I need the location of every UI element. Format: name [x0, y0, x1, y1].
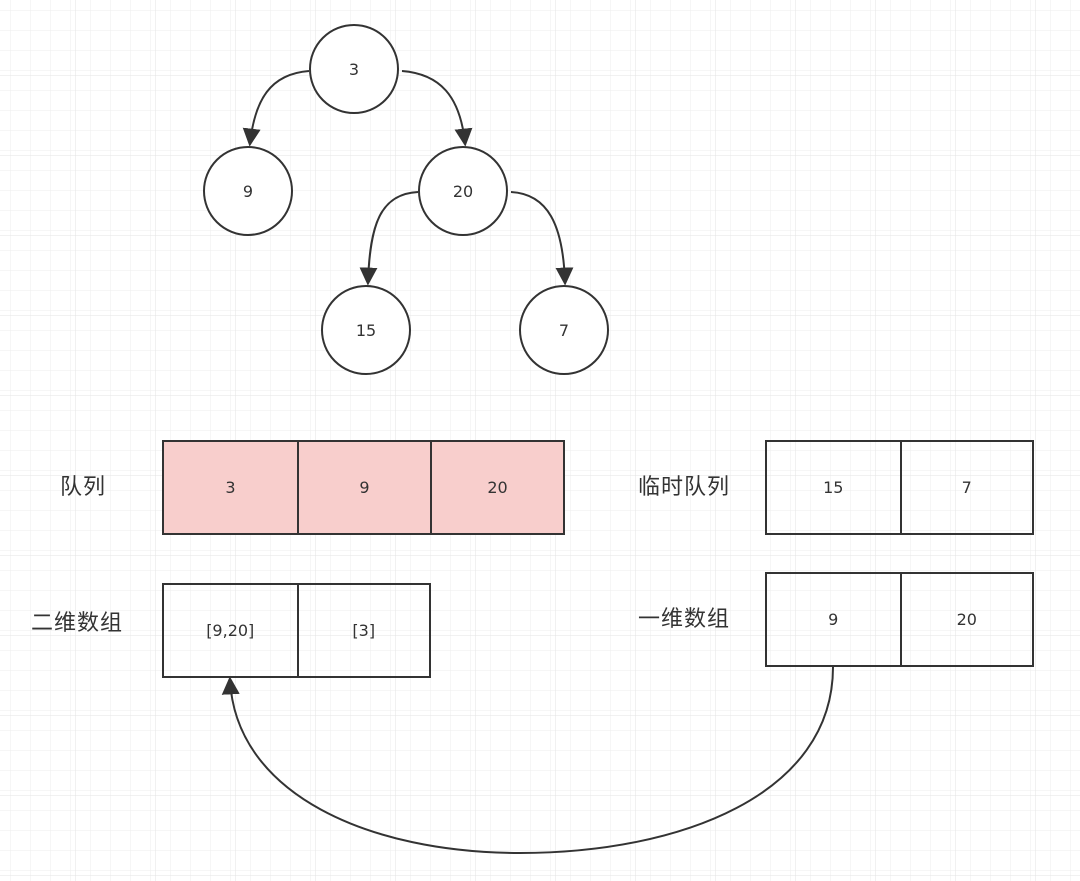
tree-node-right-right-value: 7: [558, 320, 570, 340]
edge-1d-to-2d: [221, 666, 834, 855]
result-2d-cell: [3]: [296, 585, 430, 676]
level-1d-array: 9 20: [765, 572, 1034, 667]
edge-3-to-20: [401, 70, 473, 147]
tree-node-right-value: 20: [452, 181, 474, 201]
edge-20-to-15: [359, 191, 419, 286]
result-2d-array: [9,20] [3]: [162, 583, 431, 678]
temp-queue-cell: 7: [899, 442, 1033, 533]
temp-queue-cell: 15: [823, 478, 844, 497]
queue-label: 队列: [60, 475, 107, 500]
level-1d-label: 一维数组: [638, 607, 731, 632]
queue-array: 3 9 20: [162, 440, 565, 535]
queue-cell: 20: [430, 442, 563, 533]
temp-queue-label: 临时队列: [638, 475, 731, 500]
queue-cell: 3: [164, 442, 297, 533]
edge-3-to-9: [242, 70, 310, 147]
temp-queue-array: 15 7: [765, 440, 1034, 535]
tree-node-right: 20: [418, 146, 508, 236]
queue-cell: 9: [297, 442, 430, 533]
edge-20-to-7: [510, 191, 574, 286]
result-2d-cell: [9,20]: [206, 621, 255, 640]
tree-node-right-left-value: 15: [355, 320, 377, 340]
level-1d-cell: 9: [828, 610, 839, 629]
tree-node-left-value: 9: [242, 181, 254, 201]
tree-node-right-right: 7: [519, 285, 609, 375]
tree-node-root-value: 3: [348, 59, 360, 79]
tree-node-left: 9: [203, 146, 293, 236]
tree-node-root: 3: [309, 24, 399, 114]
result-2d-label: 二维数组: [31, 611, 124, 636]
level-1d-cell: 20: [899, 574, 1033, 665]
tree-node-right-left: 15: [321, 285, 411, 375]
